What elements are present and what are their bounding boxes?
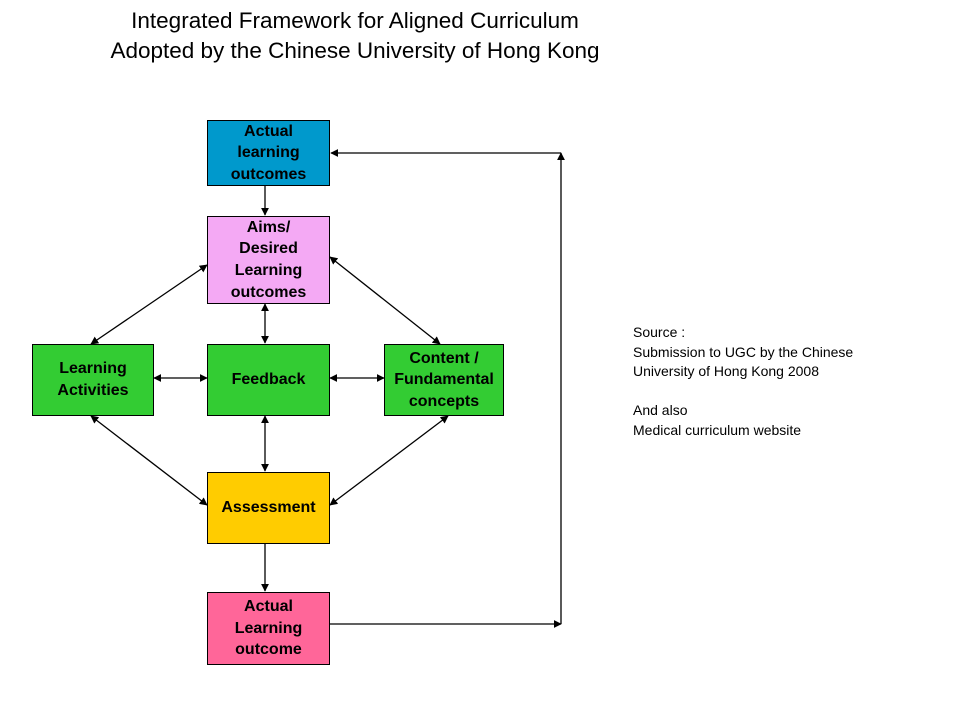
source-line: [633, 382, 853, 402]
source-note: Source : Submission to UGC by the Chines…: [633, 323, 853, 440]
content-fundamental-concepts-box: Content / Fundamental concepts: [384, 344, 504, 416]
source-line: Submission to UGC by the Chinese: [633, 343, 854, 360]
actual-learning-outcomes-label: Actual learning outcomes: [230, 122, 307, 183]
source-line: Medical curriculum website: [633, 421, 802, 438]
arrow-aims-learning-activities: [90, 264, 208, 345]
arrow-activities-assessment: [90, 415, 208, 506]
arrow-aims-content: [329, 256, 441, 345]
assessment-label: Assessment: [221, 499, 316, 517]
page-title-line-2: Adopted by the Chinese University of Hon…: [110, 38, 600, 63]
learning-activities-box: Learning Activities: [32, 344, 154, 416]
content-fundamental-concepts-label: Content / Fundamental concepts: [394, 349, 494, 410]
assessment-box: Assessment: [207, 472, 330, 544]
aims-desired-outcomes-label: Aims/ Desired Learning outcomes: [230, 218, 307, 301]
source-line: And also: [633, 402, 688, 418]
feedback-label: Feedback: [231, 371, 306, 389]
actual-learning-outcomes-box: Actual learning outcomes: [207, 120, 330, 186]
aims-desired-outcomes-box: Aims/ Desired Learning outcomes: [207, 216, 330, 304]
arrow-content-assessment: [329, 415, 449, 506]
feedback-box: Feedback: [207, 344, 330, 416]
learning-activities-label: Learning Activities: [57, 360, 129, 399]
actual-learning-outcome-label: Actual Learning outcome: [234, 598, 303, 659]
source-line: Source :: [633, 324, 686, 340]
actual-learning-outcome-box: Actual Learning outcome: [207, 592, 330, 665]
page-title-line-1: Integrated Framework for Aligned Curricu…: [131, 8, 579, 33]
source-line: University of Hong Kong 2008: [633, 363, 819, 379]
